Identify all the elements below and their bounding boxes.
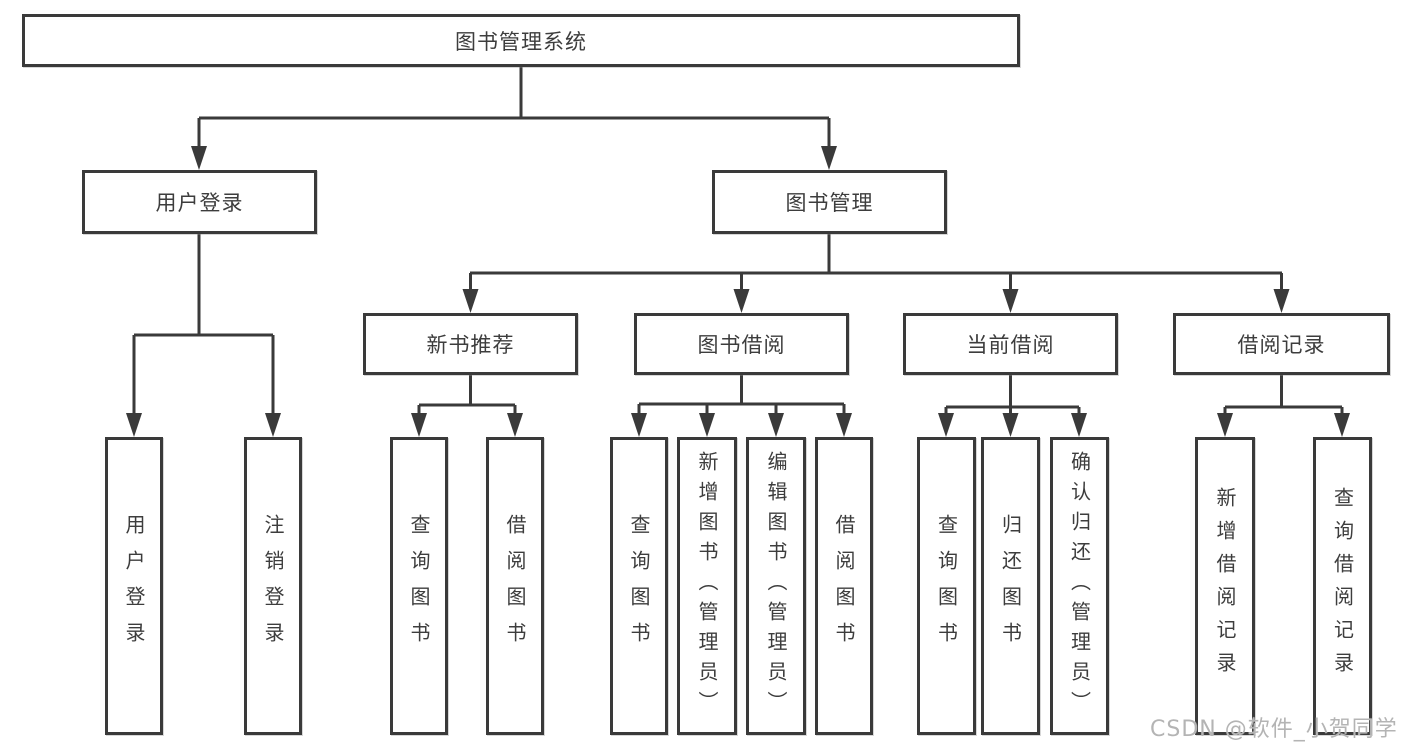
leaf-logout-label: 注销登录 [261, 514, 285, 658]
leaf-query-books-current: 查询图书 [917, 437, 976, 735]
leaf-borrow-books-label: 借阅图书 [832, 514, 856, 658]
node-borrow-records-label: 借阅记录 [1237, 333, 1326, 357]
leaf-edit-books-admin-label: 编辑图书（管理员） [764, 451, 788, 721]
leaf-query-borrow-record: 查询借阅记录 [1313, 437, 1372, 735]
node-current-borrow: 当前借阅 [903, 313, 1118, 375]
node-user-login: 用户登录 [82, 170, 317, 234]
leaf-borrow-books: 借阅图书 [815, 437, 873, 735]
root-node-library-system: 图书管理系统 [22, 14, 1020, 67]
leaf-return-books-label: 归还图书 [998, 514, 1023, 658]
leaf-user-login: 用户登录 [105, 437, 163, 735]
leaf-add-books-admin-label: 新增图书（管理员） [695, 451, 719, 721]
node-current-borrow-label: 当前借阅 [966, 333, 1055, 357]
node-user-login-label: 用户登录 [155, 191, 244, 215]
leaf-query-books-recommend: 查询图书 [390, 437, 448, 735]
leaf-borrow-books-recommend: 借阅图书 [486, 437, 544, 735]
leaf-add-books-admin: 新增图书（管理员） [677, 437, 737, 735]
leaf-confirm-return-admin-label: 确认归还（管理员） [1067, 451, 1092, 721]
leaf-user-login-label: 用户登录 [122, 514, 146, 658]
csdn-watermark: CSDN @软件_小贺同学 [1150, 717, 1398, 742]
node-book-borrow-label: 图书借阅 [697, 333, 786, 357]
leaf-borrow-books-recommend-label: 借阅图书 [503, 514, 527, 658]
leaf-return-books: 归还图书 [981, 437, 1040, 735]
leaf-add-borrow-record-label: 新增借阅记录 [1213, 487, 1237, 685]
node-new-book-recommend: 新书推荐 [363, 313, 578, 375]
leaf-add-borrow-record: 新增借阅记录 [1195, 437, 1255, 735]
leaf-logout: 注销登录 [244, 437, 302, 735]
leaf-edit-books-admin: 编辑图书（管理员） [746, 437, 806, 735]
node-book-borrow: 图书借阅 [634, 313, 849, 375]
node-book-management: 图书管理 [712, 170, 947, 234]
root-node-label: 图书管理系统 [455, 29, 587, 54]
leaf-query-books-borrow-label: 查询图书 [627, 514, 651, 658]
leaf-query-borrow-record-label: 查询借阅记录 [1330, 487, 1355, 685]
node-new-book-recommend-label: 新书推荐 [426, 333, 515, 357]
leaf-query-books-borrow: 查询图书 [610, 437, 668, 735]
node-borrow-records: 借阅记录 [1173, 313, 1390, 375]
leaf-query-books-current-label: 查询图书 [934, 514, 959, 658]
node-book-management-label: 图书管理 [785, 191, 874, 215]
leaf-confirm-return-admin: 确认归还（管理员） [1050, 437, 1109, 735]
leaf-query-books-recommend-label: 查询图书 [407, 514, 431, 658]
